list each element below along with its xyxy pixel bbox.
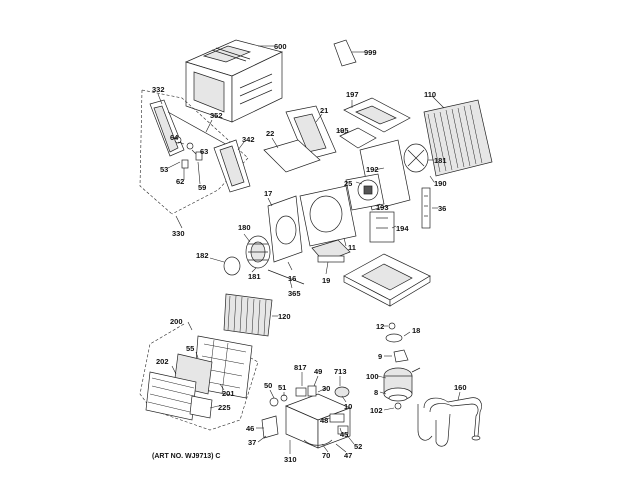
part-label-352: 352 [210,111,223,120]
art-number-caption: (ART NO. WJ9713) C [152,453,220,460]
part-label-19: 19 [322,276,330,285]
part-label-225: 225 [218,403,231,412]
cabinet-drawing [184,39,284,123]
part-label-817: 817 [294,363,307,372]
part-label-332: 332 [152,85,165,94]
part-label-10: 10 [344,402,352,411]
part-label-37: 37 [248,438,256,447]
front-grille-group-drawing [139,321,259,431]
part-label-47: 47 [344,451,352,460]
part-label-193: 193 [376,203,389,212]
part-label-64: 64 [170,133,179,142]
evaporator-coil-drawing [223,293,278,337]
part-label-11: 11 [348,243,356,252]
part-label-46: 46 [246,424,254,433]
part-label-342: 342 [242,135,255,144]
tubing-drawing [417,391,482,447]
base-pan-drawing [343,253,431,307]
condenser-coil-drawing [423,95,493,177]
control-panel-drawing [256,372,355,454]
part-label-18: 18 [412,326,420,335]
part-label-713: 713 [334,367,347,376]
scroll-housing-drawing [267,185,357,275]
part-label-49: 49 [314,367,322,376]
part-label-53: 53 [160,165,168,174]
part-label-36: 36 [438,204,446,213]
part-label-25: 25 [344,179,352,188]
part-label-160: 160 [454,383,467,392]
part-label-600: 600 [274,42,287,51]
part-label-180: 180 [238,223,251,232]
part-label-120: 120 [278,312,291,321]
part-label-202: 202 [156,357,169,366]
part-label-16: 16 [288,274,296,283]
part-label-22: 22 [266,129,274,138]
part-label-200: 200 [170,317,183,326]
part-label-110: 110 [424,90,436,99]
part-label-197: 197 [346,90,359,99]
instruction-sheet-drawing [333,39,364,67]
part-label-17: 17 [264,189,272,198]
part-label-50: 50 [264,381,272,390]
rod-drawing [267,269,305,289]
part-label-48: 48 [320,416,328,425]
part-label-195: 195 [336,126,349,135]
part-label-45: 45 [340,430,348,439]
part-label-8: 8 [374,388,378,397]
part-label-330: 330 [172,229,185,238]
part-label-181-blower: 181 [248,272,261,281]
part-label-70: 70 [322,451,330,460]
compressor-drawing [377,322,421,411]
part-label-194: 194 [396,224,409,233]
part-label-190: 190 [434,179,447,188]
part-label-182: 182 [196,251,209,260]
part-label-51: 51 [278,383,286,392]
part-label-52: 52 [354,442,362,451]
part-label-63: 63 [200,147,208,156]
part-label-21: 21 [320,106,328,115]
part-label-310: 310 [284,455,297,464]
part-label-100: 100 [366,372,379,381]
filter-frame-group-drawing [139,89,251,229]
part-label-181-motor: 181 [434,156,447,165]
blower-wheel-drawing [209,233,271,276]
part-label-201: 201 [222,389,235,398]
part-label-102: 102 [370,406,383,415]
part-label-55: 55 [186,344,194,353]
partition-drawing [263,105,337,173]
top-cover-drawing [337,97,411,149]
fan-motor-drawing [345,139,438,243]
part-label-192: 192 [366,165,379,174]
part-label-59: 59 [198,183,206,192]
part-label-62: 62 [176,177,184,186]
part-label-30: 30 [322,384,330,393]
part-label-9: 9 [378,352,382,361]
part-label-999: 999 [364,48,377,57]
part-label-365: 365 [288,289,301,298]
part-label-12: 12 [376,322,384,331]
